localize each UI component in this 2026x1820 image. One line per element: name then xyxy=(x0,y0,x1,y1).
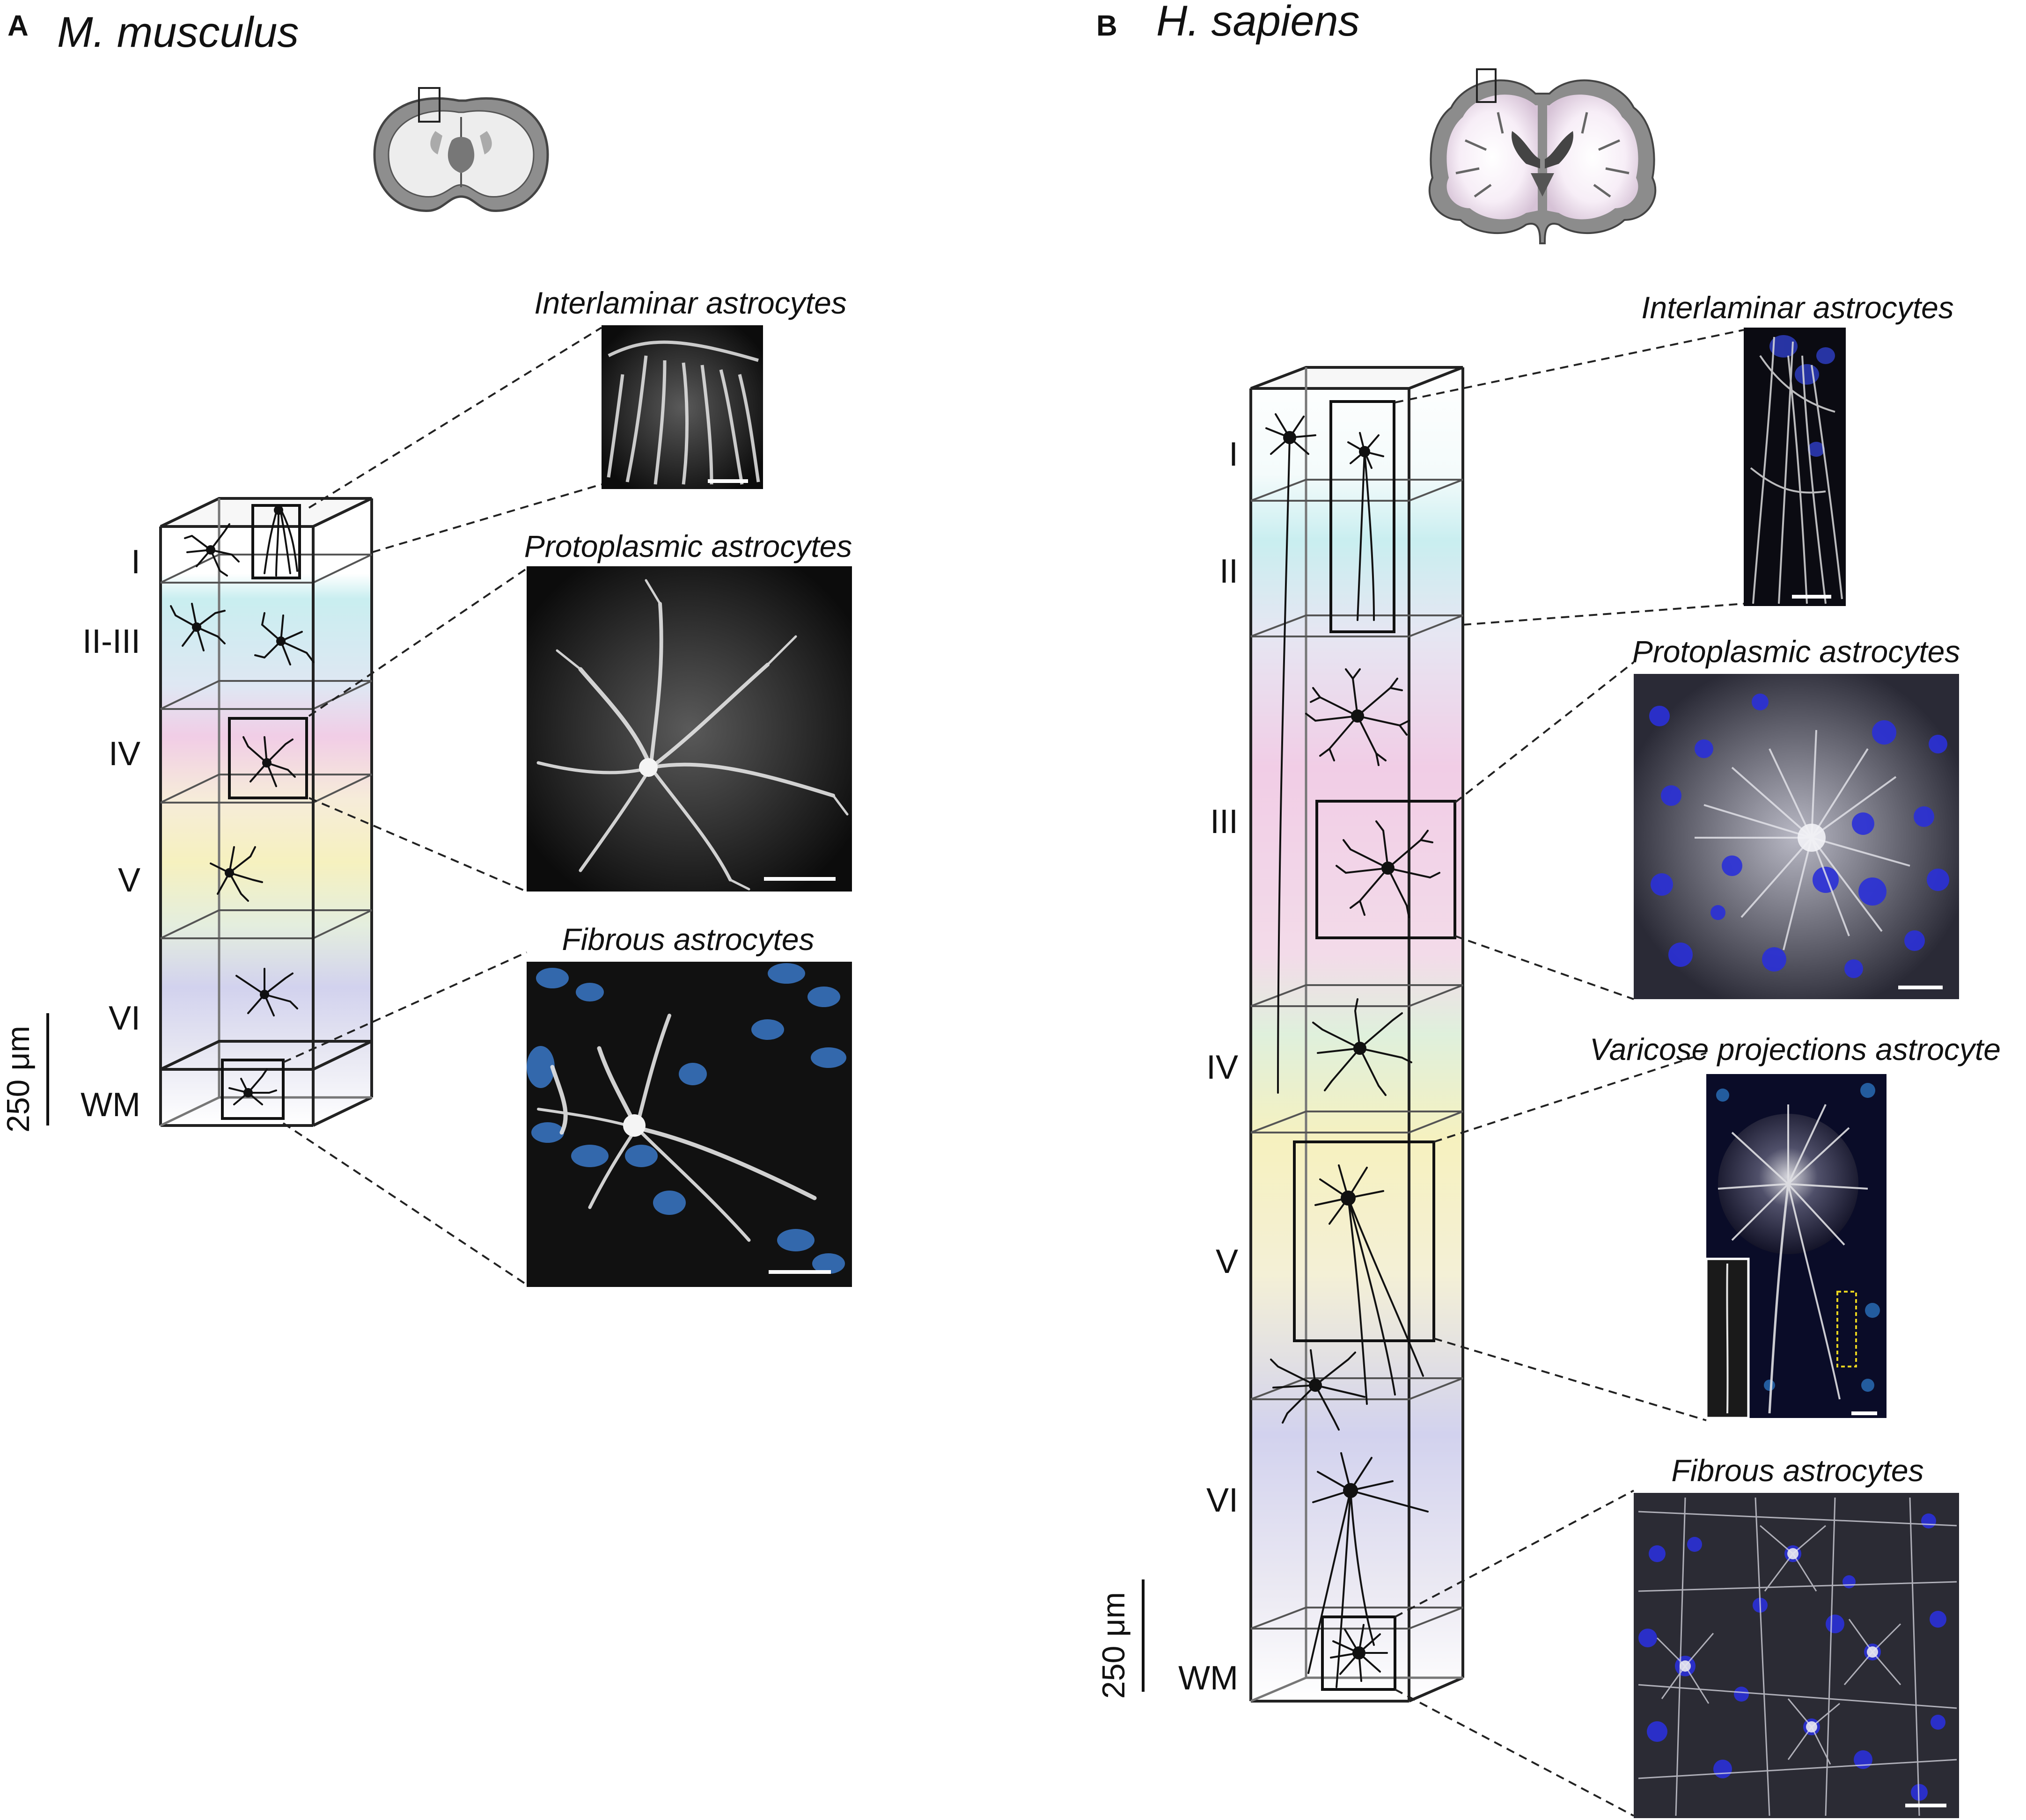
micrograph-fibrous-a: Fibrous astrocytes xyxy=(527,922,852,1287)
layer-label: VI xyxy=(1206,1482,1238,1519)
micrograph-protoplasmic-b: Protoplasmic astrocytes xyxy=(1632,634,1960,999)
micrograph-title: Interlaminar astrocytes xyxy=(534,285,847,320)
layer-label: V xyxy=(118,862,140,899)
mouse-cortex-column xyxy=(159,497,373,1127)
layer-label: IV xyxy=(109,735,140,773)
layer-label: V xyxy=(1216,1243,1238,1280)
layer-label: II xyxy=(1219,553,1238,590)
micrograph-title: Protoplasmic astrocytes xyxy=(524,529,852,563)
panel-b: B H. sapiens xyxy=(1096,0,2001,1818)
micrograph-interlaminar-b: Interlaminar astrocytes xyxy=(1641,290,1954,606)
micrograph-varicose-b: Varicose projections astrocyte xyxy=(1590,1032,2001,1419)
species-title-a: M. musculus xyxy=(57,8,299,56)
layer-labels-a: I II-III IV V VI WM xyxy=(81,543,140,1124)
layer-labels-b: I II III IV V VI WM xyxy=(1178,436,1238,1697)
layer-label: I xyxy=(1229,436,1238,473)
scale-bar-b: 250 μm xyxy=(1096,1579,1145,1699)
human-cortex-column xyxy=(1249,366,1464,1703)
micrograph-title: Protoplasmic astrocytes xyxy=(1632,634,1960,669)
scale-bar-label: 250 μm xyxy=(0,1026,36,1133)
micrograph-interlaminar-a: Interlaminar astrocytes xyxy=(534,285,847,489)
micrograph-title: Fibrous astrocytes xyxy=(562,922,814,957)
scale-bar-label: 250 μm xyxy=(1096,1592,1131,1699)
micrograph-protoplasmic-a: Protoplasmic astrocytes xyxy=(524,529,852,892)
layer-label: I xyxy=(131,543,140,581)
panel-a: A M. musculus xyxy=(0,8,852,1287)
connectors-b xyxy=(1395,329,1744,1817)
layer-label: VI xyxy=(109,1000,140,1037)
micrograph-title: Varicose projections astrocyte xyxy=(1590,1032,2001,1067)
layer-label: II-III xyxy=(82,623,140,660)
micrograph-title: Fibrous astrocytes xyxy=(1671,1453,1923,1488)
layer-label: IV xyxy=(1206,1049,1238,1086)
panel-letter-a: A xyxy=(7,10,29,42)
layer-label: WM xyxy=(1178,1659,1238,1697)
micrograph-fibrous-b: Fibrous astrocytes xyxy=(1634,1453,1959,1818)
connectors-a xyxy=(282,327,602,1286)
scale-bar-a: 250 μm xyxy=(0,1013,49,1133)
layer-label: WM xyxy=(81,1086,140,1124)
panel-letter-b: B xyxy=(1096,10,1117,42)
species-title-b: H. sapiens xyxy=(1156,0,1360,45)
mouse-brain-icon xyxy=(373,87,549,212)
micrograph-title: Interlaminar astrocytes xyxy=(1641,290,1954,325)
layer-label: III xyxy=(1210,803,1238,841)
human-brain-icon xyxy=(1428,68,1657,244)
